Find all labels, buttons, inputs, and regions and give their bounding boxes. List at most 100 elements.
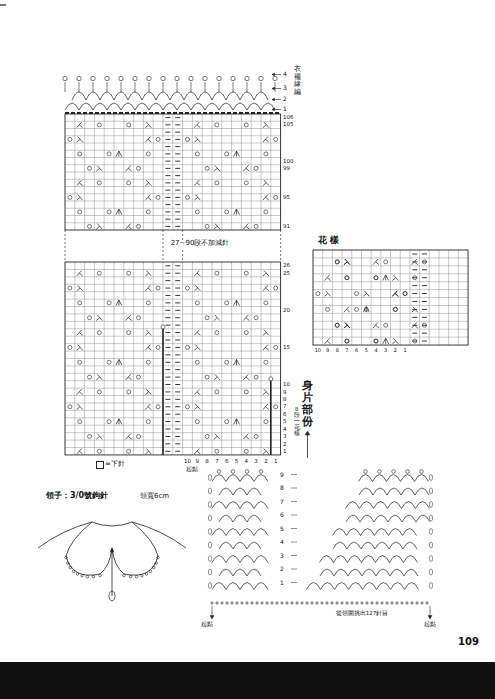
decrease-symbol (392, 338, 398, 344)
purl-symbol (165, 332, 170, 333)
picot-stem (177, 82, 178, 92)
edging-arc (93, 103, 107, 110)
mesh-arc (212, 502, 226, 509)
grid-line (342, 250, 343, 345)
decrease-symbol (194, 180, 200, 186)
mesh-arc (375, 542, 389, 549)
purl-symbol (165, 288, 170, 289)
chart-label: 1 (403, 348, 406, 354)
mesh-arc (226, 475, 240, 482)
chain-edge (208, 515, 211, 521)
chart-label: 7 (215, 458, 219, 464)
yarn-over-symbol (127, 181, 131, 185)
yarn-over-symbol (78, 420, 82, 424)
base-stitch (355, 601, 359, 605)
chart-label: 5 (283, 418, 287, 424)
yarn-over-symbol (264, 301, 268, 305)
picot-symbol (63, 76, 67, 80)
decrease-symbol (263, 285, 269, 291)
picot-symbol (259, 76, 263, 80)
chart-label: 5 (280, 526, 284, 533)
mesh-arc (334, 556, 348, 563)
yarn-over-symbol (186, 345, 190, 349)
yarn-over-symbol (97, 449, 101, 453)
chart-label: 20 (283, 307, 290, 313)
mesh-arc (416, 502, 430, 509)
decrease-symbol (243, 434, 249, 440)
edging-arc (135, 103, 149, 110)
chart-label: 4 (374, 348, 377, 354)
yarn-over-symbol (88, 224, 92, 228)
mesh-arc (349, 583, 363, 590)
grid-line (123, 262, 124, 455)
edging-arc (79, 103, 93, 110)
double-decrease-symbol (363, 307, 369, 313)
base-stitch (385, 601, 389, 605)
mesh-arc (401, 488, 415, 495)
mesh-arc (389, 542, 403, 549)
edging-arc (240, 92, 254, 100)
purl-symbol (422, 253, 427, 254)
picot-stem (191, 82, 192, 92)
yarn-over-symbol (205, 224, 209, 228)
grid-line (221, 114, 222, 230)
yarn-over-symbol (335, 323, 339, 327)
decrease-symbol (263, 270, 269, 276)
row-arrow (291, 501, 297, 502)
decrease-symbol (145, 195, 151, 201)
yarn-over-symbol (215, 331, 219, 335)
base-stitch (315, 601, 319, 605)
base-stitch (215, 601, 219, 605)
purl-symbol (175, 436, 180, 437)
edging-arc (184, 92, 198, 100)
grid-line (94, 114, 95, 230)
base-stitch (270, 601, 274, 605)
chart-label: 1 (280, 580, 284, 587)
purl-symbol (175, 226, 180, 227)
mesh-arc (320, 569, 334, 576)
decrease-symbol (96, 315, 102, 321)
yarn-over-symbol (137, 224, 141, 228)
grid-line (261, 262, 262, 455)
mesh-arc (359, 475, 373, 482)
chart-label: 1 (283, 448, 287, 454)
chart-label: 5 (365, 348, 368, 354)
purl-symbol (175, 354, 180, 355)
edging-arc (163, 103, 177, 110)
decrease-symbol (243, 315, 249, 321)
mesh-arc (360, 502, 374, 509)
mesh-arc (335, 583, 349, 590)
yarn-over-symbol (195, 301, 199, 305)
purl-symbol (422, 269, 427, 270)
chain-edge (429, 583, 432, 589)
yarn-over-symbol (254, 316, 258, 320)
chart-label: 6 (355, 348, 358, 354)
purl-symbol (165, 168, 170, 169)
mesh-arc (219, 542, 233, 549)
row-arrow (291, 515, 297, 516)
yarn-over-symbol (326, 307, 330, 311)
chart-label: 6 (225, 458, 229, 464)
mesh-arc (362, 556, 376, 563)
yarn-over-symbol (374, 276, 378, 280)
chart-label: 從領圍挑出127針目 (336, 610, 389, 616)
yarn-over-symbol (68, 345, 72, 349)
picot-stem (65, 82, 66, 92)
grid-line (371, 250, 372, 345)
purl-symbol (165, 339, 170, 340)
row-arrow (272, 99, 281, 100)
grid-line (202, 114, 203, 230)
yarn-over-symbol (195, 360, 199, 364)
purl-symbol (175, 406, 180, 407)
yarn-over-symbol (244, 123, 248, 127)
row-arrow (272, 74, 281, 75)
purl-symbol (175, 124, 180, 125)
chain-edge (429, 475, 432, 481)
edging-arc (191, 103, 205, 110)
mesh-arc (347, 542, 361, 549)
yarn-over-symbol (422, 323, 426, 327)
yarn-over-symbol (254, 166, 258, 170)
row-arrow (291, 528, 297, 529)
chart-label: 領寬6cm (140, 493, 169, 501)
picot-symbol (105, 76, 109, 80)
